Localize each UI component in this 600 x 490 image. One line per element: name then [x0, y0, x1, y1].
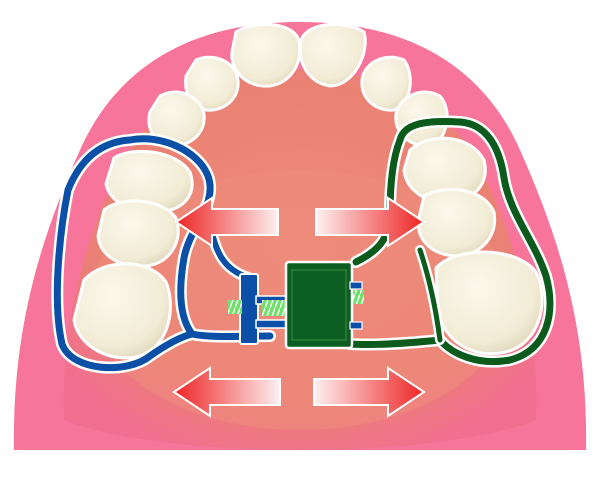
- premolar-left-2: [96, 199, 180, 268]
- spring-center: [262, 300, 286, 316]
- spring-left: [228, 300, 242, 314]
- expansion-screw-springs: [228, 290, 364, 316]
- premolar-right-1: [402, 136, 487, 204]
- expansion-arrows: [172, 196, 426, 418]
- premolar-right-2: [416, 188, 497, 258]
- lateral-right: [360, 55, 412, 112]
- molar-right: [434, 250, 544, 356]
- left-back-teeth: [72, 149, 194, 360]
- expansion-screw: [284, 260, 363, 350]
- spring-right: [350, 290, 364, 304]
- left-expander-block: [239, 273, 259, 345]
- right-back-teeth: [402, 136, 544, 356]
- incisor-left: [230, 22, 302, 88]
- canine-left: [147, 90, 206, 148]
- lower-right-arrow: [313, 366, 426, 418]
- front-teeth: [147, 22, 449, 148]
- lower-left-arrow: [172, 366, 281, 418]
- molar-left: [72, 262, 172, 360]
- incisor-right: [298, 22, 367, 88]
- upper-left-arrow: [174, 196, 279, 248]
- upper-right-arrow: [315, 196, 426, 248]
- screw-housing: [284, 260, 354, 350]
